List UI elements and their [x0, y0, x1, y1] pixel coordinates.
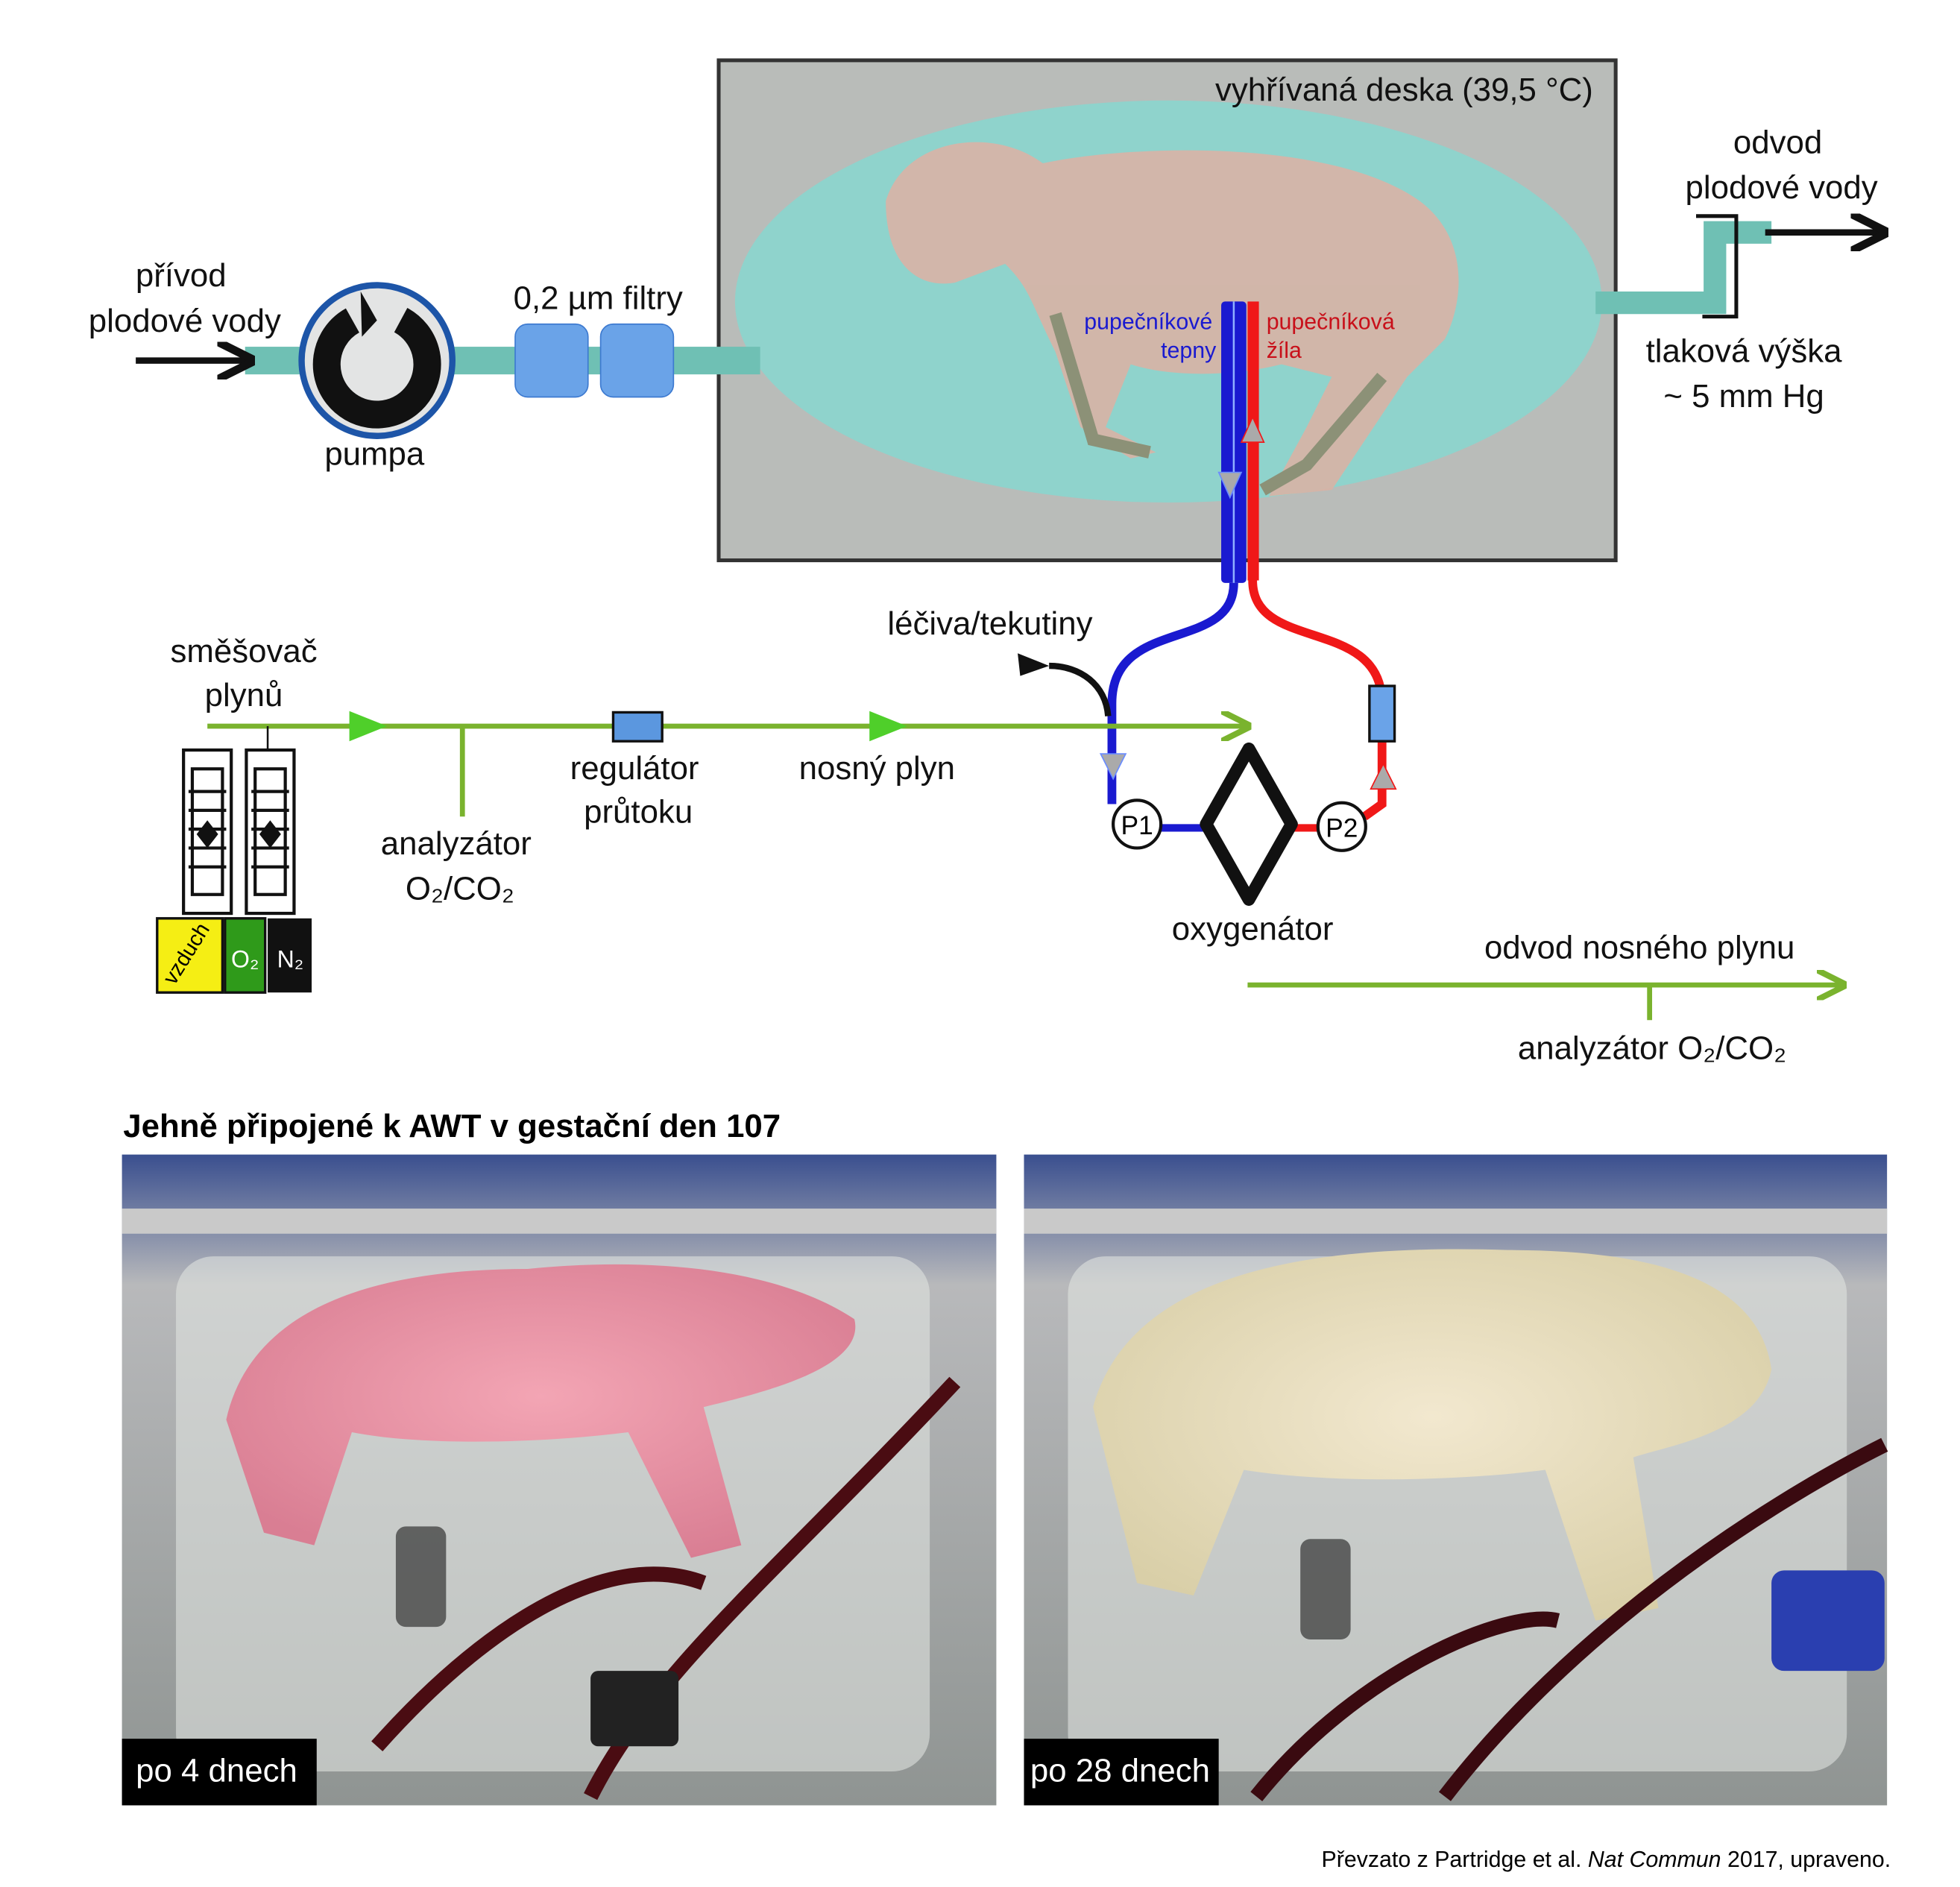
pump-p1: P1 [1112, 798, 1163, 850]
inflow-label: přívod [136, 257, 227, 294]
umbilical-arteries [1099, 301, 1247, 804]
lamb-illustration [886, 142, 1459, 497]
pump-icon [298, 282, 456, 439]
credit-suffix: 2017, upraveno. [1721, 1847, 1891, 1872]
gas-tanks: vzduch O₂ N₂ [156, 917, 312, 994]
flowmeter-icons [182, 748, 296, 916]
heated-plate-label: vyhřívaná deska (39,5 °C) [1215, 72, 1593, 108]
drugs-inlet-arrow [1018, 653, 1112, 716]
pressure-label: tlaková výška [1646, 333, 1843, 369]
pump-p2: P2 [1316, 801, 1367, 852]
arteries-label: tepny [1161, 338, 1217, 363]
arteries-label: pupečníkové [1084, 309, 1212, 334]
credit-prefix: Převzato z Partridge et al. [1322, 1847, 1588, 1872]
right-photo-caption: po 28 dnech [1030, 1752, 1210, 1789]
gas-out-analyzer-label: analyzátor O₂/CO₂ [1518, 1030, 1786, 1067]
photos-title: Jehně připojené k AWT v gestační den 107 [123, 1108, 781, 1144]
nitrogen-tank-label: N₂ [277, 946, 304, 973]
gas-out-label: odvod nosného plynu [1484, 930, 1794, 966]
oxygenator-icon [1200, 742, 1298, 906]
gas-line [207, 711, 1247, 817]
gas-mixer-label: směšovač [170, 633, 317, 670]
flow-regulator-label: regulátor [570, 750, 699, 787]
filter-icons [514, 323, 675, 398]
inflow-label: plodové vody [89, 303, 281, 339]
pressure-label: ~ 5 mm Hg [1663, 378, 1824, 415]
p2-label: P2 [1326, 813, 1358, 842]
photo-day-4: po 4 dnech [122, 1154, 997, 1806]
oxygenator-label: oxygenátor [1172, 910, 1334, 947]
umbilical-vein [1240, 301, 1397, 821]
flow-regulator-icon [611, 711, 664, 743]
outflow-tube [1595, 214, 1772, 319]
credit: Převzato z Partridge et al. Nat Commun 2… [1322, 1847, 1891, 1872]
filters-label: 0,2 µm filtry [514, 280, 683, 317]
analyzer-label: O₂/CO₂ [406, 871, 514, 907]
credit-journal: Nat Commun [1588, 1847, 1721, 1872]
vein-label: žíla [1267, 338, 1302, 363]
analyzer-label: analyzátor [381, 825, 532, 862]
pump-label: pumpa [324, 435, 425, 472]
vein-label: pupečníková [1267, 309, 1395, 334]
gas-mixer-label: plynů [205, 677, 283, 713]
carrier-gas-label: nosný plyn [799, 750, 955, 787]
left-photo-caption: po 4 dnech [136, 1752, 297, 1789]
drugs-label: léčiva/tekutiny [887, 605, 1092, 642]
oxygen-tank-label: O₂ [231, 946, 259, 973]
flow-regulator-label: průtoku [584, 794, 693, 831]
photo-day-28: po 28 dnech [1024, 1154, 1888, 1806]
outflow-label: plodové vody [1686, 169, 1878, 206]
outflow-label: odvod [1733, 125, 1822, 161]
gas-out-line [1247, 985, 1841, 1021]
p1-label: P1 [1121, 811, 1153, 840]
